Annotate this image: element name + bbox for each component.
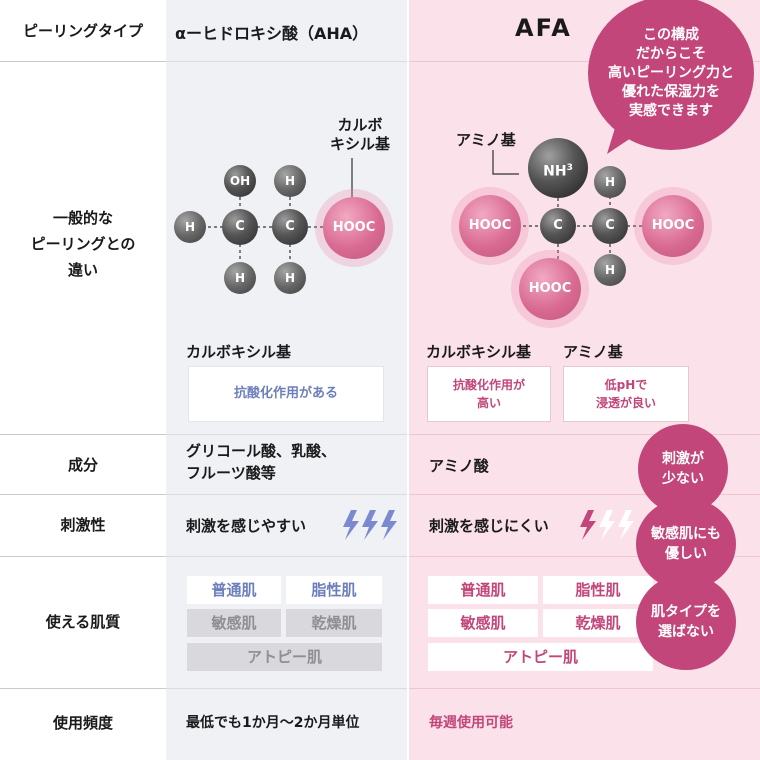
divider <box>0 61 166 62</box>
bubble-line: 敏感肌にも <box>651 526 721 542</box>
c-atom: C <box>222 209 258 245</box>
afa-ingredients: アミノ酸 <box>429 457 489 475</box>
afa-callout-bubble: この構成 だからこそ 高いピーリング力と 優れた保湿力を 実感できます <box>588 0 754 150</box>
afa-group-label-2: アミノ基 <box>563 343 623 361</box>
afa-skin-normal: 普通肌 <box>428 576 538 604</box>
divider <box>0 434 166 435</box>
divider <box>166 688 407 689</box>
carboxyl-callout-label: カルボ キシル基 <box>330 116 390 154</box>
nh3-atom: NH3 <box>528 138 588 198</box>
afa-skin-atopic: アトピー肌 <box>428 643 653 671</box>
amino-callout-label: アミノ基 <box>456 131 516 149</box>
afa-feature-line: 高い <box>476 396 501 410</box>
h-atom: H <box>224 262 256 294</box>
callout-line: だからこそ <box>636 45 706 62</box>
divider <box>409 494 760 495</box>
h-atom: H <box>274 262 306 294</box>
difference-label-line: 違い <box>67 261 98 279</box>
aha-skin-sensitive: 敏感肌 <box>187 609 281 637</box>
afa-skin-dry: 乾燥肌 <box>543 609 653 637</box>
callout-line: この構成 <box>643 26 699 43</box>
bubble-line: 刺激が <box>662 451 704 467</box>
aha-skin-oily: 脂性肌 <box>286 576 382 604</box>
nh-text: NH <box>543 163 567 180</box>
carboxyl-callout-line: カルボ <box>337 116 383 134</box>
aha-ingredients-line: フルーツ酸等 <box>186 464 276 482</box>
afa-skin-oily: 脂性肌 <box>543 576 653 604</box>
aha-lightning-icons <box>343 510 397 540</box>
afa-column-title: AFA <box>515 14 572 42</box>
h-atom: H <box>594 254 626 286</box>
hooc-group: HOOC <box>459 195 521 257</box>
hooc-group: HOOC <box>519 258 581 320</box>
ingredient-label: 成分 <box>67 456 98 474</box>
oh-atom: OH <box>224 165 256 197</box>
divider <box>409 61 760 62</box>
aha-ingredients-line: グリコール酸、乳酸、 <box>186 442 337 460</box>
nh-superscript: 3 <box>566 163 573 173</box>
difference-label-line: 一般的な <box>52 209 113 227</box>
aha-irritation: 刺激を感じやすい <box>186 517 307 535</box>
afa-feature-box-2: 低pHで 浸透が良い <box>563 366 689 422</box>
c-atom: C <box>592 208 628 244</box>
h-atom: H <box>174 211 206 243</box>
aha-frequency: 最低でも1か月〜2か月単位 <box>186 715 360 731</box>
aha-bond-lines <box>190 158 353 260</box>
afa-irritation: 刺激を感じにくい <box>429 517 549 535</box>
h-atom: H <box>274 165 306 197</box>
carboxyl-callout-line: キシル基 <box>330 135 391 153</box>
hooc-group: HOOC <box>642 195 704 257</box>
afa-feature-line: 低pHで <box>604 378 648 392</box>
aha-ingredients: グリコール酸、乳酸、 フルーツ酸等 <box>186 440 336 484</box>
callout-tail <box>607 128 637 154</box>
afa-group-label-1: カルボキシル基 <box>426 343 532 361</box>
divider <box>0 494 166 495</box>
divider <box>409 688 760 689</box>
divider <box>166 556 407 557</box>
irritation-label: 刺激性 <box>60 516 106 534</box>
skin-type-label: 使える肌質 <box>45 613 121 631</box>
divider <box>166 494 407 495</box>
hooc-group: HOOC <box>323 197 385 259</box>
aha-feature-box: 抗酸化作用がある <box>188 366 384 422</box>
h-atom: H <box>594 166 626 198</box>
aha-column-title: αーヒドロキシ酸（AHA） <box>175 24 369 43</box>
callout-line: 高いピーリング力と <box>608 64 734 81</box>
c-atom: C <box>540 208 576 244</box>
benefit-bubble-any-skin: 肌タイプを 選ばない <box>636 574 736 670</box>
afa-feature-line: 浸透が良い <box>595 396 656 410</box>
bubble-line: 肌タイプを <box>651 604 721 620</box>
divider <box>409 434 760 435</box>
bubble-line: 優しい <box>665 546 707 562</box>
divider <box>166 434 407 435</box>
callout-line: 実感できます <box>629 102 713 119</box>
afa-lightning-icons <box>580 510 634 540</box>
divider <box>0 688 166 689</box>
divider <box>409 556 760 557</box>
aha-group-label: カルボキシル基 <box>186 343 292 361</box>
aha-skin-normal: 普通肌 <box>187 576 281 604</box>
frequency-label: 使用頻度 <box>52 714 113 732</box>
aha-skin-dry: 乾燥肌 <box>286 609 382 637</box>
afa-skin-sensitive: 敏感肌 <box>428 609 538 637</box>
bubble-line: 選ばない <box>658 624 714 640</box>
divider <box>166 61 407 62</box>
divider <box>0 556 166 557</box>
bubble-line: 少ない <box>662 471 704 487</box>
difference-label: 一般的な ピーリングとの 違い <box>0 205 166 283</box>
callout-line: 優れた保湿力を <box>622 83 720 100</box>
aha-skin-atopic: アトピー肌 <box>187 643 382 671</box>
afa-frequency: 毎週使用可能 <box>429 715 513 731</box>
difference-label-line: ピーリングとの <box>30 235 136 253</box>
c-atom: C <box>272 209 308 245</box>
afa-feature-line: 抗酸化作用が <box>452 378 525 392</box>
peeling-type-label: ピーリングタイプ <box>22 22 143 40</box>
afa-feature-box-1: 抗酸化作用が 高い <box>427 366 551 422</box>
